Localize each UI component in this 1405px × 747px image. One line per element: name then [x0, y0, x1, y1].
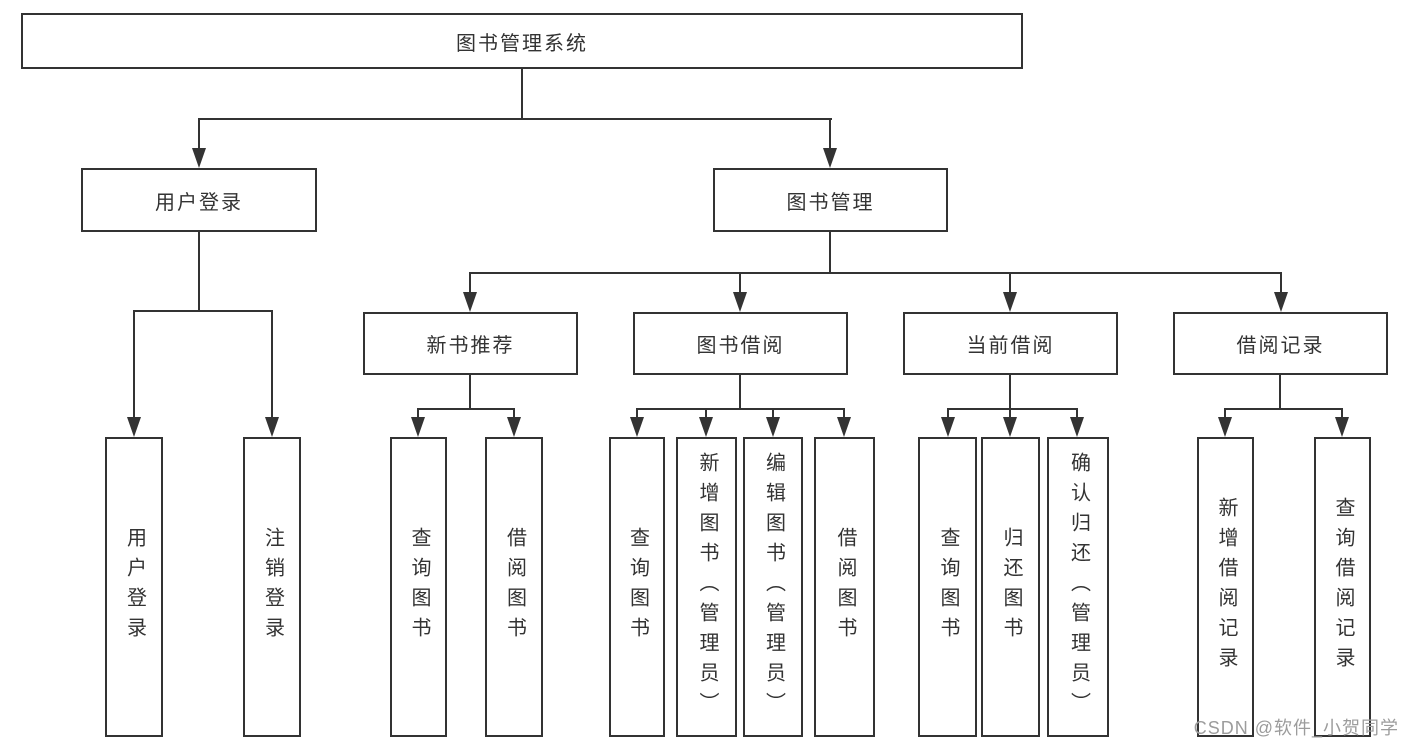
- arrow-down-icon: [766, 417, 780, 437]
- leaf-label: 新增借阅记录: [1215, 497, 1237, 677]
- connector-module-stem: [1009, 375, 1011, 408]
- connector-drop-leaf: [271, 310, 273, 417]
- connector-module-branch-line: [1224, 408, 1343, 410]
- leaf-user-login: 用户登录: [105, 437, 163, 737]
- connector-drop-user-login: [198, 118, 200, 148]
- leaf-edit-books-admin: 编辑图书（管理员）: [743, 437, 803, 737]
- arrow-down-icon: [630, 417, 644, 437]
- node-new-book-recommend: 新书推荐: [363, 312, 578, 375]
- leaf-return-books: 归还图书: [981, 437, 1040, 737]
- arrow-down-icon: [823, 148, 837, 168]
- connector-drop-leaf: [772, 408, 774, 417]
- arrow-down-icon: [411, 417, 425, 437]
- connector-module-stem: [1279, 375, 1281, 408]
- leaf-borrow-books-recommend: 借阅图书: [485, 437, 543, 737]
- arrow-down-icon: [1274, 292, 1288, 312]
- arrow-down-icon: [1003, 417, 1017, 437]
- leaf-logout: 注销登录: [243, 437, 301, 737]
- node-borrow-record-label: 借阅记录: [1236, 335, 1325, 357]
- connector-drop-leaf: [705, 408, 707, 417]
- connector-drop-leaf: [1224, 408, 1226, 417]
- node-book-management: 图书管理: [713, 168, 948, 232]
- leaf-label: 查询图书: [408, 527, 430, 647]
- node-current-borrow-label: 当前借阅: [966, 335, 1055, 357]
- node-book-borrow: 图书借阅: [633, 312, 848, 375]
- connector-drop-module: [1280, 272, 1282, 292]
- leaf-query-books-current: 查询图书: [918, 437, 977, 737]
- leaf-query-borrow-record: 查询借阅记录: [1314, 437, 1371, 737]
- arrow-down-icon: [941, 417, 955, 437]
- leaf-label: 用户登录: [123, 527, 146, 647]
- arrow-down-icon: [837, 417, 851, 437]
- arrow-down-icon: [265, 417, 279, 437]
- connector-user-login-branch-line: [133, 310, 273, 312]
- leaf-label: 归还图书: [1000, 527, 1022, 647]
- leaf-query-books-borrow: 查询图书: [609, 437, 665, 737]
- connector-root-branch-line: [198, 118, 832, 120]
- node-user-login-label: 用户登录: [155, 191, 243, 214]
- arrow-down-icon: [1335, 417, 1349, 437]
- arrow-down-icon: [507, 417, 521, 437]
- arrow-down-icon: [127, 417, 141, 437]
- arrow-down-icon: [1218, 417, 1232, 437]
- arrow-down-icon: [463, 292, 477, 312]
- leaf-label: 编辑图书（管理员）: [762, 452, 785, 722]
- connector-module-stem: [469, 375, 471, 408]
- leaf-query-books-recommend: 查询图书: [390, 437, 447, 737]
- connector-module-stem: [739, 375, 741, 408]
- connector-drop-module: [739, 272, 741, 292]
- connector-drop-leaf: [1009, 408, 1011, 417]
- leaf-label: 确认归还（管理员）: [1067, 452, 1090, 722]
- leaf-label: 借阅图书: [503, 527, 526, 647]
- node-borrow-record: 借阅记录: [1173, 312, 1388, 375]
- connector-drop-module: [1009, 272, 1011, 292]
- connector-user-login-stem: [198, 232, 200, 310]
- arrow-down-icon: [1070, 417, 1084, 437]
- leaf-label: 查询借阅记录: [1332, 497, 1354, 677]
- connector-book-management-branch-line: [469, 272, 1282, 274]
- leaf-label: 借阅图书: [834, 527, 856, 647]
- connector-drop-leaf: [1341, 408, 1343, 417]
- leaf-borrow-books: 借阅图书: [814, 437, 875, 737]
- node-book-borrow-label: 图书借阅: [696, 335, 785, 357]
- connector-module-branch-line: [947, 408, 1078, 410]
- csdn-watermark: CSDN @软件_小贺同学: [1193, 718, 1399, 738]
- connector-drop-leaf: [417, 408, 419, 417]
- node-new-book-recommend-label: 新书推荐: [426, 335, 515, 357]
- connector-drop-module: [469, 272, 471, 292]
- node-root-library-system: 图书管理系统: [21, 13, 1023, 69]
- connector-drop-leaf: [843, 408, 845, 417]
- leaf-label: 注销登录: [261, 527, 284, 647]
- connector-module-branch-line: [636, 408, 844, 410]
- node-current-borrow: 当前借阅: [903, 312, 1118, 375]
- connector-drop-leaf: [947, 408, 949, 417]
- leaf-add-books-admin: 新增图书（管理员）: [676, 437, 737, 737]
- leaf-label: 新增图书（管理员）: [696, 452, 718, 722]
- node-root-label: 图书管理系统: [456, 32, 588, 55]
- connector-drop-leaf: [1076, 408, 1078, 417]
- arrow-down-icon: [192, 148, 206, 168]
- node-user-login: 用户登录: [81, 168, 317, 232]
- connector-module-branch-line: [417, 408, 515, 410]
- connector-drop-leaf: [636, 408, 638, 417]
- arrow-down-icon: [733, 292, 747, 312]
- node-book-management-label: 图书管理: [786, 191, 875, 214]
- arrow-down-icon: [1003, 292, 1017, 312]
- connector-root-stem: [521, 69, 523, 118]
- leaf-add-borrow-record: 新增借阅记录: [1197, 437, 1254, 737]
- leaf-confirm-return-admin: 确认归还（管理员）: [1047, 437, 1109, 737]
- connector-book-management-stem: [829, 232, 831, 272]
- connector-drop-leaf: [513, 408, 515, 417]
- arrow-down-icon: [699, 417, 713, 437]
- leaf-label: 查询图书: [626, 527, 649, 647]
- connector-drop-book-management: [829, 118, 831, 148]
- connector-drop-leaf: [133, 310, 135, 417]
- leaf-label: 查询图书: [937, 527, 959, 647]
